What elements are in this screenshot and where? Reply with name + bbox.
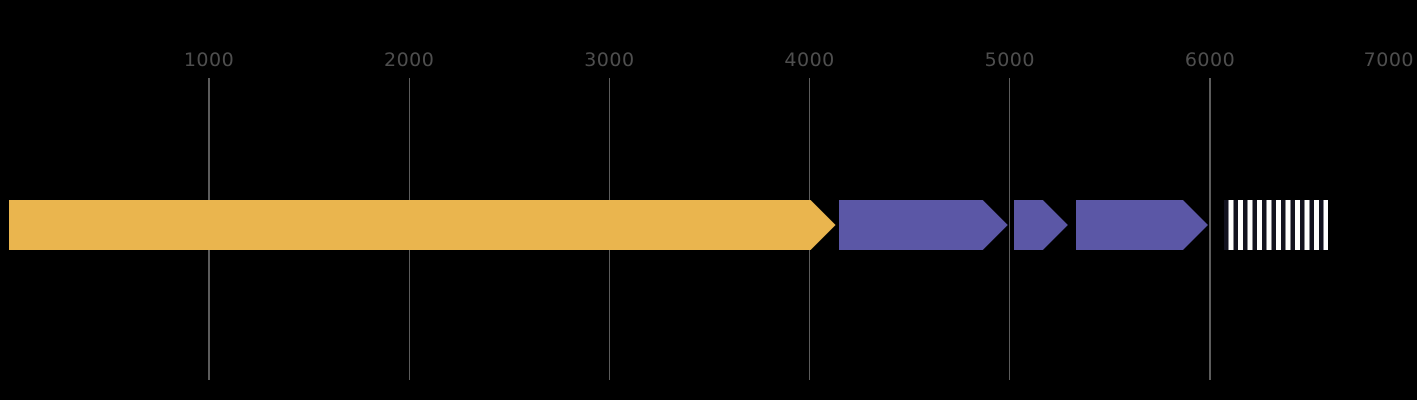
feature-hatched-box [1224,200,1329,250]
axis-tick-label-5000: 5000 [984,49,1035,71]
axis-gridline-6000 [1209,78,1211,380]
axis-tick-label-7000: 7000 [1363,49,1414,71]
axis-gridline-5000 [1009,78,1011,380]
axis-tick-label-6000: 6000 [1184,49,1236,71]
axis-tick-labels: 1000 2000 3000 4000 5000 6000 7000 [0,47,1417,73]
feature-arrow-3 [1014,200,1068,250]
feature-arrow-2 [839,200,1008,250]
feature-arrow-1 [9,200,836,250]
axis-tick-label-2000: 2000 [384,49,435,71]
feature-arrow-4 [1076,200,1208,250]
axis-tick-label-3000: 3000 [584,49,635,71]
axis-tick-label-1000: 1000 [183,49,235,71]
axis-tick-label-4000: 4000 [784,49,835,71]
